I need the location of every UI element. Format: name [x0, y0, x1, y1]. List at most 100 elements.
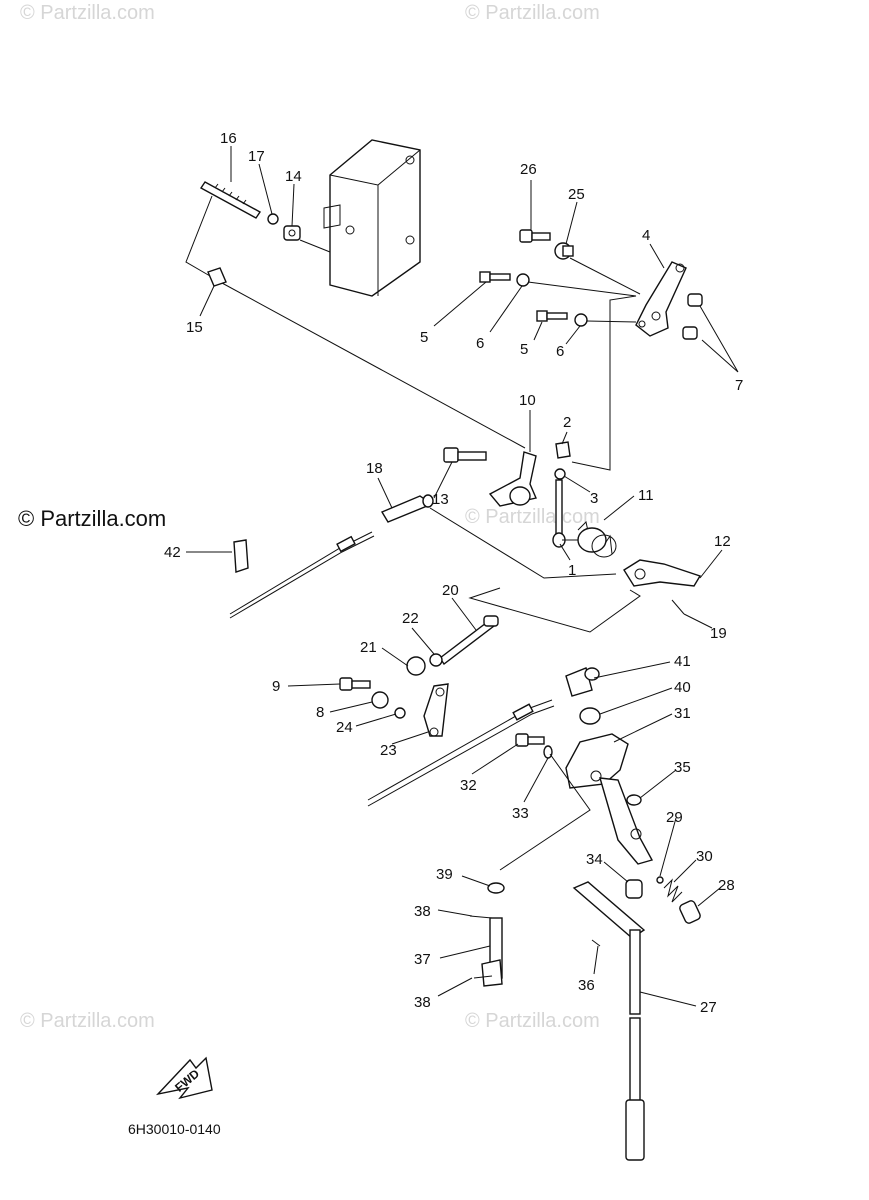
spring-11	[577, 521, 617, 558]
callout-35: 35	[674, 759, 691, 776]
callout-15: 15	[186, 319, 203, 336]
watermark-bottom-left: © Partzilla.com	[20, 1010, 155, 1032]
leader-6b-4	[586, 320, 637, 323]
leader-33-39	[499, 753, 591, 871]
callout-29: 29	[666, 809, 683, 826]
joint-41	[565, 667, 600, 697]
bushing-40	[579, 707, 601, 725]
clip-15	[207, 267, 227, 287]
callout-9: 9	[272, 678, 280, 695]
collar-34	[625, 879, 643, 899]
callout-leaders	[186, 146, 739, 1007]
nut-22	[429, 653, 443, 667]
callout-17: 17	[248, 148, 265, 165]
ball-29	[656, 876, 664, 884]
screw-5b	[536, 310, 568, 322]
watermark-bottom-right: © Partzilla.com	[465, 1010, 600, 1032]
washer-35	[626, 794, 642, 806]
callout-numbers: 16 17 14 15 26 25 4 5 6 5 6 7 10 2 18 13…	[164, 130, 743, 1016]
pin-38	[469, 915, 493, 979]
callout-41: 41	[674, 653, 691, 670]
callout-42: 42	[164, 544, 181, 561]
callout-37: 37	[414, 951, 431, 968]
callout-38b: 38	[414, 994, 431, 1011]
callout-28: 28	[718, 877, 735, 894]
bracket-31	[565, 733, 654, 865]
watermark-top-right: © Partzilla.com	[465, 2, 600, 24]
callout-24: 24	[336, 719, 353, 736]
watermark-main: © Partzilla.com	[18, 506, 167, 531]
callout-30: 30	[696, 848, 713, 865]
leader-25-4	[569, 257, 641, 295]
callout-3: 3	[590, 490, 598, 507]
callout-5b: 5	[520, 341, 528, 358]
bolt-13	[443, 447, 487, 463]
collar-8	[371, 691, 389, 709]
callout-7: 7	[735, 377, 743, 394]
electrical-box	[323, 139, 421, 297]
nut-6b	[574, 313, 588, 327]
cable-end-left	[336, 535, 356, 553]
callout-4: 4	[642, 227, 650, 244]
callout-13: 13	[432, 491, 449, 508]
callout-12: 12	[714, 533, 731, 550]
nut-17	[267, 213, 279, 225]
callout-1: 1	[568, 562, 576, 579]
watermark-top-left: © Partzilla.com	[20, 2, 155, 24]
callout-23: 23	[380, 742, 397, 759]
watermark-mid-faint: © Partzilla.com	[465, 506, 600, 528]
leader-12-20	[468, 587, 641, 633]
lever-12	[623, 559, 702, 587]
callout-20: 20	[442, 582, 459, 599]
leader-14-box	[299, 239, 331, 253]
cable-end-lower	[512, 703, 534, 721]
callout-8: 8	[316, 704, 324, 721]
shift-rod-27	[572, 881, 646, 1161]
callout-16: 16	[220, 130, 237, 147]
rod-1	[552, 479, 566, 548]
callout-40: 40	[674, 679, 691, 696]
callout-11: 11	[638, 487, 654, 504]
callout-32: 32	[460, 777, 477, 794]
callout-18: 18	[366, 460, 383, 477]
callout-5a: 5	[420, 329, 428, 346]
callout-14: 14	[285, 168, 302, 185]
callout-33: 33	[512, 805, 529, 822]
lever-10	[488, 451, 537, 507]
leader-16-15	[185, 195, 213, 277]
collar-21	[406, 656, 426, 676]
collar-25	[554, 242, 574, 260]
bolt-16	[199, 181, 262, 219]
bolt-26	[519, 229, 551, 243]
callout-19: 19	[710, 625, 727, 642]
shaft-37	[481, 882, 505, 987]
callout-26: 26	[520, 161, 537, 178]
callout-39: 39	[436, 866, 453, 883]
washer-33	[543, 745, 553, 759]
leader-6-2	[527, 281, 637, 471]
leader-18-12	[429, 507, 617, 579]
callout-2: 2	[563, 414, 571, 431]
callout-21: 21	[360, 639, 377, 656]
diagram-code: 6H30010-0140	[128, 1121, 221, 1137]
bushing-7	[682, 293, 703, 340]
nut-6a	[516, 273, 530, 287]
screw-5a	[479, 271, 511, 283]
callout-31: 31	[674, 705, 691, 722]
callout-10: 10	[519, 392, 536, 409]
clip-42	[233, 539, 249, 573]
callout-38a: 38	[414, 903, 431, 920]
bolt-9	[339, 677, 371, 691]
callout-6b: 6	[556, 343, 564, 360]
bolt-32	[515, 733, 545, 747]
grommet-14	[283, 225, 301, 241]
fwd-arrow-icon: FWD	[155, 1056, 213, 1100]
callout-25: 25	[568, 186, 585, 203]
plug-28	[679, 900, 701, 924]
rod-20	[439, 615, 499, 666]
callout-36: 36	[578, 977, 595, 994]
pin-36	[591, 939, 601, 947]
lever-4	[635, 261, 687, 337]
callout-27: 27	[700, 999, 717, 1016]
